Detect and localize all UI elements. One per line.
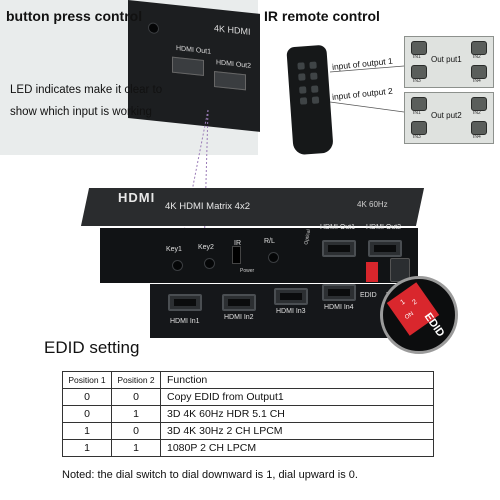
led-caption-line1: LED indicates make it clear to [10,84,163,96]
position2-cell: 1 [111,439,161,457]
rl-label: R/L [264,238,275,245]
ir-key-in4[interactable] [471,65,487,79]
ir-key-in2[interactable] [471,41,487,55]
key2-button[interactable] [204,258,215,269]
button-press-title: button press control [6,8,143,24]
ir-sensor-port [232,246,241,264]
ir-key-label: IN1 [413,110,421,116]
column-header: Function [160,371,434,389]
hdmi-out2-label: HDMI Out2 [366,224,402,231]
hdmi-in1-label: HDMI In1 [170,318,200,325]
device-rear-panel: Key1 Key2 IR Power R/L Optical HDMI Out1… [100,224,418,283]
position1-cell: 0 [62,388,112,406]
ir-key-in3[interactable] [411,65,427,79]
ir-panel-output2: IN1 IN2 IN3 IN4 Out put2 [404,92,494,144]
function-cell: 3D 4K 60Hz HDR 5.1 CH [160,405,434,423]
hdmi-in2-label: HDMI In2 [224,314,254,321]
led-caption-line2: show which input is working [10,106,152,118]
ir-panel-title: Out put1 [431,55,462,64]
edid-switch-label: EDID [360,292,377,299]
dial-switch-note: Noted: the dial switch to dial downward … [62,469,358,481]
hdmi-in3-port [274,288,308,305]
edid-badge-label: EDID [421,310,447,340]
edid-setting-title: EDID setting [44,338,140,357]
table-row: 0 1 3D 4K 60Hz HDR 5.1 CH [62,405,434,423]
ir-key-label: IN3 [413,78,421,84]
ir-key-label: IN2 [473,54,481,60]
device-brand-logo: HDMI [118,190,156,205]
table-header-row: Position 1 Position 2 Function [62,371,434,389]
ir-key-label: IN4 [473,78,481,84]
hdmi-out1-port [322,240,356,257]
column-header: Position 2 [111,371,161,389]
ir-panel-title: Out put2 [431,111,462,120]
key2-label: Key2 [198,244,214,251]
position1-cell: 1 [62,422,112,440]
device-spec-label: 4K 60Hz [357,200,388,209]
rl-audio-jack [268,252,279,263]
column-header: Position 1 [62,371,112,389]
hdmi-in3-label: HDMI In3 [276,308,306,315]
hdmi-in4-label: HDMI In4 [324,304,354,311]
position2-cell: 1 [111,405,161,423]
table-row: 0 0 Copy EDID from Output1 [62,388,434,406]
power-label: Power [240,268,255,274]
optical-label: Optical [303,228,313,246]
hdmi-in4-port [322,284,356,301]
edid-setting-table: Position 1 Position 2 Function 0 0 Copy … [62,371,434,457]
table-row: 1 1 1080P 2 CH LPCM [62,439,434,457]
ir-key-in4[interactable] [471,121,487,135]
ir-key-in1[interactable] [411,41,427,55]
hdmi-in1-port [168,294,202,311]
position1-cell: 1 [62,439,112,457]
table-row: 1 0 3D 4K 30Hz 2 CH LPCM [62,422,434,440]
ir-key-in3[interactable] [411,121,427,135]
hdmi-out2-port [368,240,402,257]
ir-key-in1[interactable] [411,97,427,111]
ir-port-label: IR [234,240,241,247]
edid-switch-zoom: 1 2 ON EDID [380,276,458,354]
ir-key-label: IN2 [473,110,481,116]
ir-remote-title: IR remote control [264,8,380,24]
ir-key-label: IN4 [473,134,481,140]
position2-cell: 0 [111,388,161,406]
ir-key-label: IN3 [413,134,421,140]
ir-key-label: IN1 [413,54,421,60]
function-cell: Copy EDID from Output1 [160,388,434,406]
hdmi-out1-label: HDMI Out1 [320,224,356,231]
hdmi-in2-port [222,294,256,311]
position2-cell: 0 [111,422,161,440]
device-model-label: 4K HDMI Matrix 4x2 [165,201,250,212]
edid-dip-switch[interactable] [366,262,378,282]
key1-button[interactable] [172,260,183,271]
device-input-panel: HDMI In1 HDMI In2 HDMI In3 HDMI In4 EDID… [150,284,420,338]
key1-label: Key1 [166,246,182,253]
function-cell: 3D 4K 30Hz 2 CH LPCM [160,422,434,440]
function-cell: 1080P 2 CH LPCM [160,439,434,457]
ir-key-in2[interactable] [471,97,487,111]
ir-panel-output1: IN1 IN2 IN3 IN4 Out put1 [404,36,494,88]
position1-cell: 0 [62,405,112,423]
